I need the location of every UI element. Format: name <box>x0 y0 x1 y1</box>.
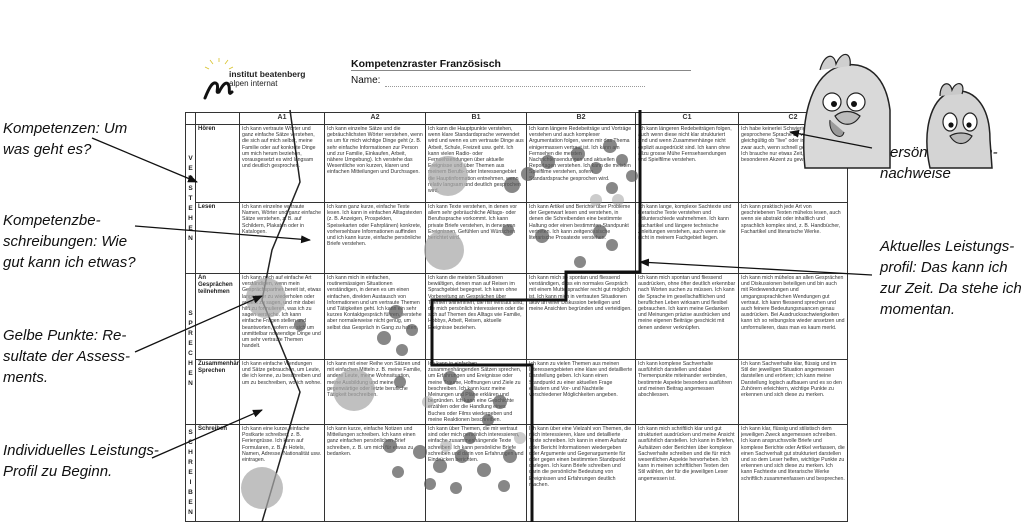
grid-row-gespraeche: S P R E C H E N An Gesprächen teilnehmen… <box>185 272 848 426</box>
arrow-persoenliche-lernnachweise <box>789 129 873 149</box>
small-dot <box>482 414 494 426</box>
descriptor-cell: Ich kann zu vielen Themen aus meinen Int… <box>526 358 636 426</box>
small-dot <box>394 376 406 388</box>
level-header-row: A1 A2 B1 B2 C1 C2 <box>185 112 848 125</box>
small-dot <box>389 305 403 319</box>
small-dot <box>514 432 526 444</box>
small-dot <box>616 154 628 166</box>
descriptor-cell: Ich kann klar, flüssig und stilistisch d… <box>738 424 848 522</box>
small-dot <box>396 344 408 356</box>
large-dot <box>241 467 283 509</box>
small-dot <box>392 466 404 478</box>
institut-logo <box>203 58 234 100</box>
small-dot <box>433 459 447 473</box>
small-dot <box>461 389 475 403</box>
small-dot <box>294 319 306 331</box>
small-dot <box>502 224 514 236</box>
small-dot <box>626 170 638 182</box>
small-dot <box>406 324 418 336</box>
small-dots <box>294 139 638 494</box>
small-dot <box>413 445 427 459</box>
descriptor-cell: Ich kann lange, komplexe Sachtexte und l… <box>635 202 739 274</box>
small-dot <box>590 194 602 206</box>
arrow-gelbe-punkte <box>134 295 263 353</box>
small-dot <box>574 256 586 268</box>
descriptor-cell: Ich kann mich so spontan und fliessend v… <box>526 273 636 360</box>
annotation-kompetenzbeschreibungen: Kompetenzbe- schreibungen: Wie gut kann … <box>3 212 136 271</box>
small-dot <box>464 432 476 444</box>
small-dot <box>603 139 617 153</box>
small-dot <box>440 440 452 452</box>
descriptor-cell: Ich kann mich schriftlich klar und gut s… <box>635 424 739 522</box>
small-dot <box>606 239 618 251</box>
descriptor-cell: Ich kann mich mühelos an allen Gespräche… <box>738 273 848 360</box>
arrow-kompetenzbeschreibungen <box>134 225 311 244</box>
chicken-left <box>803 53 891 169</box>
descriptor-cell: Ich kann über eine Vielzahl von Themen, … <box>526 424 636 522</box>
descriptor-cell: Ich kann mich in einfachen, routinemässi… <box>324 273 426 360</box>
small-dot <box>477 463 491 477</box>
competence-grid: A1 A2 B1 B2 C1 C2 V E R S T E H E N Höre… <box>185 112 848 522</box>
document-title: Kompetenzraster Französisch <box>351 58 501 70</box>
small-dot <box>377 331 391 345</box>
small-dot <box>455 449 469 463</box>
skill-label: Zusammenhängendes Sprechen <box>195 358 240 426</box>
current-profile-line <box>430 110 642 522</box>
large-dot <box>428 156 468 196</box>
large-dot <box>246 278 286 318</box>
small-dot <box>450 482 462 494</box>
grid-row-schreiben: S C H R E I B E N Schreiben Ich kann ein… <box>185 424 848 522</box>
grid-row-hoeren: V E R S T E H E N Hören Ich kann vertrau… <box>185 124 848 274</box>
annotation-kompetenzen: Kompetenzen: Um was geht es? <box>3 120 128 158</box>
title-underline <box>351 70 691 71</box>
descriptor-cell: Ich kann kurze, einfache Notizen und Mit… <box>324 424 426 522</box>
descriptor-cell: Ich kann einzelne Sätze und die gebräuch… <box>324 124 426 203</box>
descriptor-cell: Ich kann komplexe Sachverhalte ausführli… <box>635 358 739 426</box>
small-dot <box>504 177 520 193</box>
annotation-individuelles-profil: Individuelles Leistungs- Profil zu Begin… <box>3 442 159 480</box>
small-dot <box>535 229 549 243</box>
small-dot <box>443 371 457 385</box>
small-dot <box>422 396 434 408</box>
descriptor-cell: Ich kann ganz kurze, einfache Texte lese… <box>324 202 426 274</box>
skill-label: Hören <box>195 124 240 203</box>
descriptor-cell: Ich kann vertraute Wörter und ganz einfa… <box>239 124 325 203</box>
small-dot <box>424 478 436 490</box>
faint-dots <box>422 194 624 452</box>
small-dot <box>541 155 555 169</box>
arrow-aktuelles-profil <box>639 258 873 276</box>
name-field-label: Name: <box>351 75 381 86</box>
small-dot <box>383 439 397 453</box>
arrow-kompetenzen <box>91 137 198 183</box>
annotation-gelbe-punkte: Gelbe Punkte: Re- sultate der Assess- me… <box>3 327 130 386</box>
chicken-illustration <box>803 53 993 169</box>
skill-label: Lesen <box>195 202 240 274</box>
small-dot <box>590 162 602 174</box>
small-dot <box>503 449 517 463</box>
large-dot <box>333 369 375 411</box>
descriptor-cell: Ich kann mich spontan und fliessend ausd… <box>635 273 739 360</box>
small-dot <box>571 147 585 161</box>
small-dot <box>593 225 607 239</box>
name-field-line <box>385 86 645 87</box>
small-dot <box>493 395 507 409</box>
arrow-individuelles-profil <box>151 409 263 459</box>
small-dot <box>606 182 618 194</box>
small-dot <box>521 167 535 181</box>
small-dot <box>612 194 624 206</box>
annotation-aktuelles-profil: Aktuelles Leistungs- profil: Das kann ic… <box>880 238 1022 318</box>
descriptor-cell: Ich kann die meisten Situationen bewälti… <box>425 273 527 360</box>
descriptor-cell: Ich kann Sachverhalte klar, flüssig und … <box>738 358 848 426</box>
chicken-right <box>926 83 993 169</box>
initial-profile-line <box>261 109 301 522</box>
skill-label: An Gesprächen teilnehmen <box>195 273 240 360</box>
large-dot <box>424 230 464 270</box>
small-dot <box>498 480 510 492</box>
